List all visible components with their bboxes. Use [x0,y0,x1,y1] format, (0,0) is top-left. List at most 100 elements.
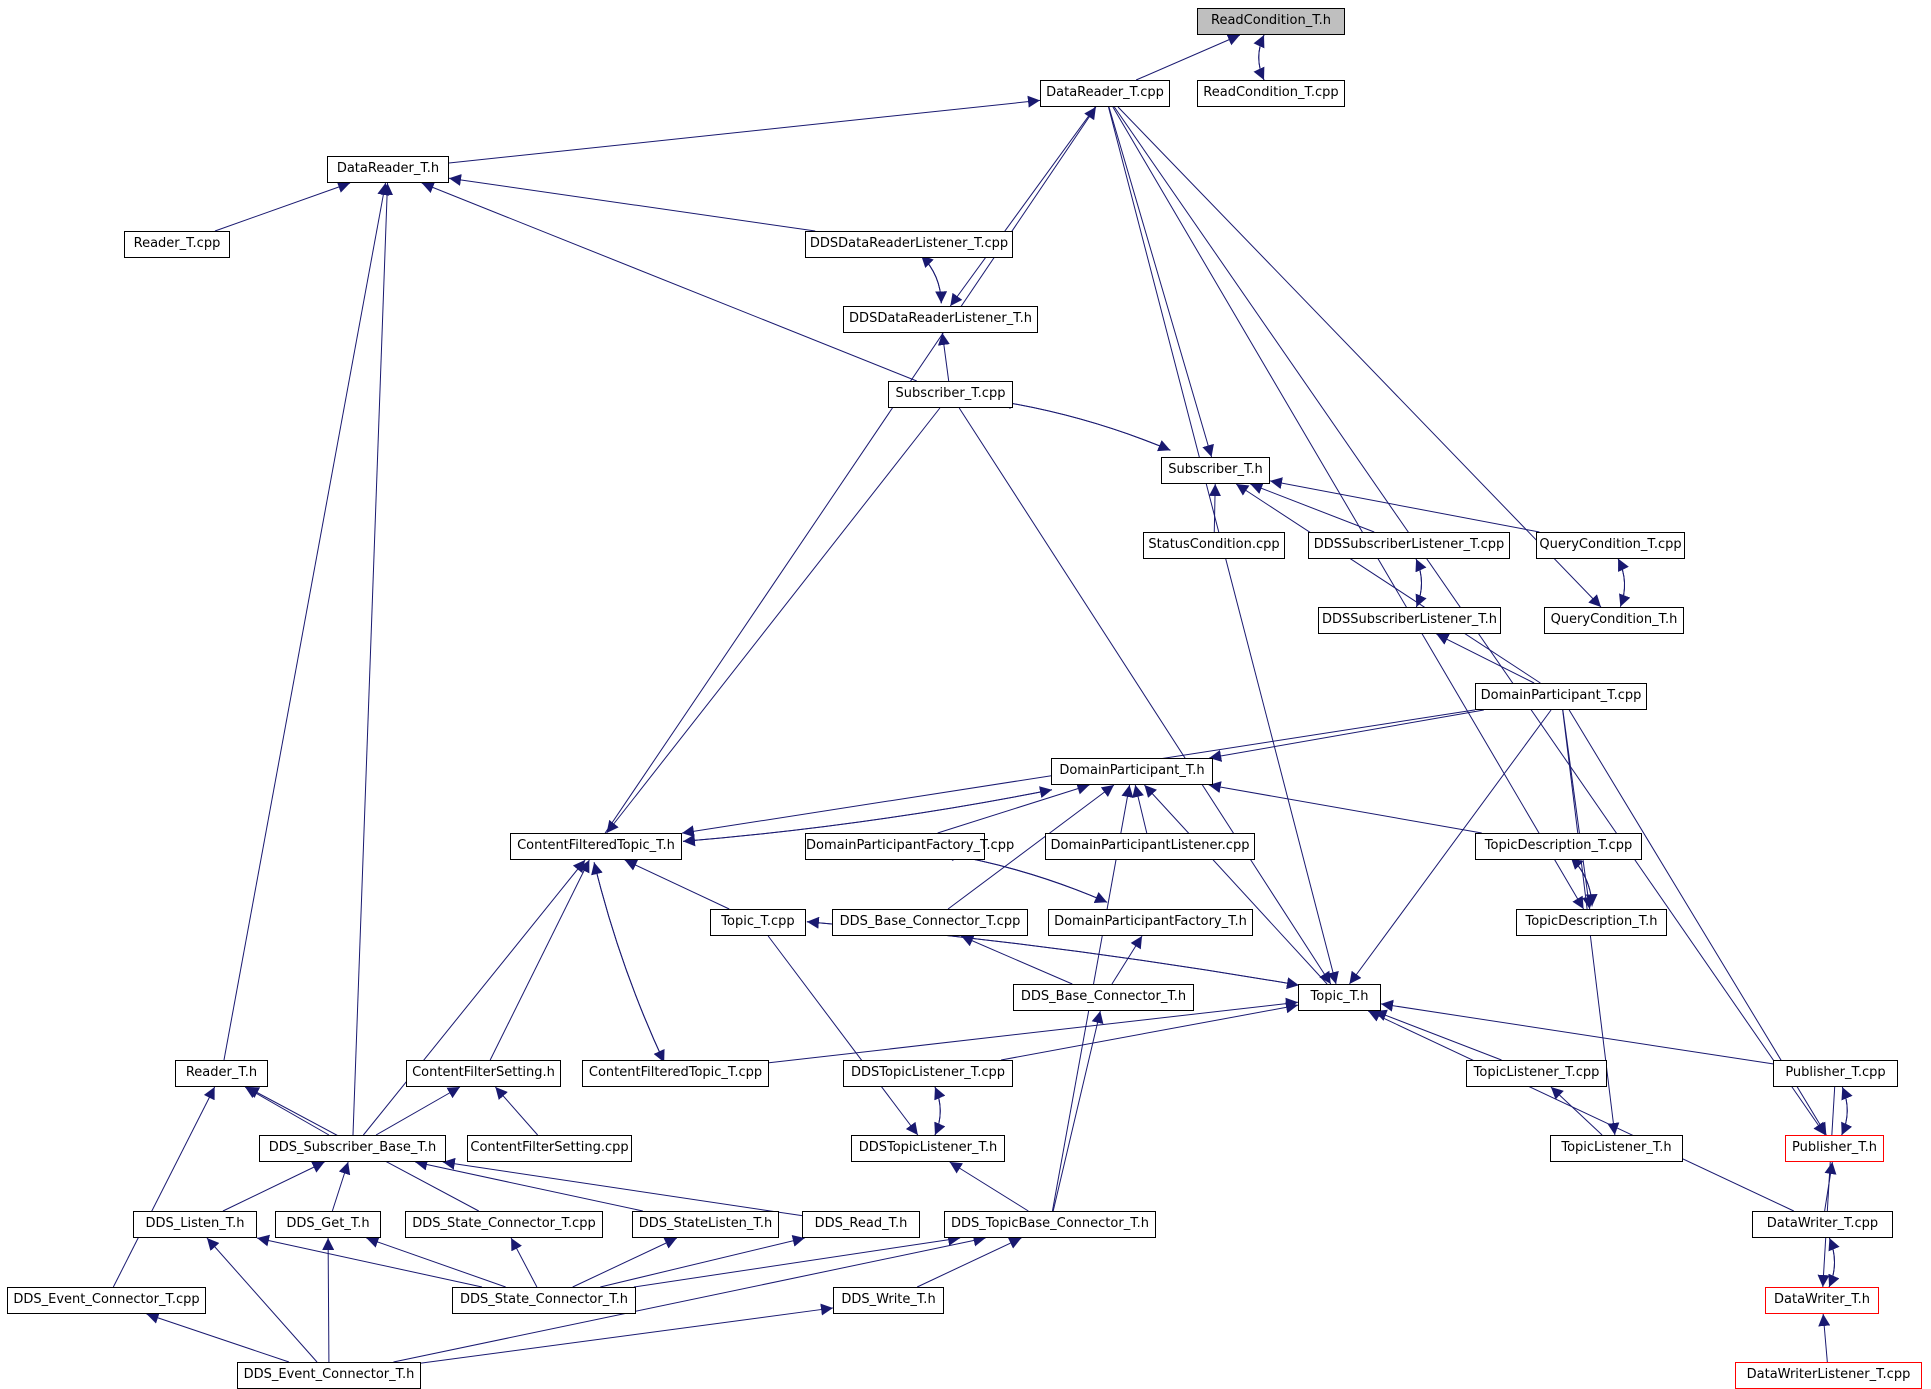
node-topicdescription-cpp[interactable]: TopicDescription_T.cpp [1475,833,1642,860]
edge-dsl_cpp-to-sub_h [1250,482,1375,533]
node-topiclistener-cpp[interactable]: TopicListener_T.cpp [1466,1060,1607,1087]
node-topic-h[interactable]: Topic_T.h [1298,984,1381,1011]
node-datawriter-cpp[interactable]: DataWriter_T.cpp [1752,1211,1893,1238]
node-domainparticipantfactory-cpp[interactable]: DomainParticipantFactory_T.cpp [805,833,1014,860]
node-querycondition-h[interactable]: QueryCondition_T.h [1544,607,1684,634]
edge-tl_cpp-to-topic_h [1374,1009,1502,1061]
edge-sub_cpp-to-sub_h [999,400,1171,452]
edge-sub_cpp-to-topic_h [958,407,1332,985]
node-domainparticipantlistener-cpp[interactable]: DomainParticipantListener.cpp [1045,833,1255,860]
edge-ddrl_h-to-ddrl_cpp [920,254,942,304]
node-datareader-cpp[interactable]: DataReader_T.cpp [1040,80,1170,107]
node-contentfilteredtopic-h[interactable]: ContentFilteredTopic_T.h [510,833,682,860]
node-ddsdatareaderlistener-h[interactable]: DDSDataReaderListener_T.h [843,306,1038,333]
edge-tbc_h-to-dtl_h [949,1161,1029,1212]
edge-dbc_h-to-dbc_cpp [961,935,1073,985]
edge-topic_cpp-to-cft_h [624,859,730,910]
node-ddstopiclistener-h[interactable]: DDSTopicListener_T.h [851,1135,1005,1162]
edge-ec_h-to-tbc_h [393,1234,986,1363]
edge-sub_cpp-to-cft_h [606,407,941,834]
node-dds-base-connector-h[interactable]: DDS_Base_Connector_T.h [1013,984,1194,1011]
edge-pub_cpp-to-topic_h [1380,999,1774,1065]
node-datawriter-h[interactable]: DataWriter_T.h [1765,1287,1879,1314]
edge-sub_cpp-to-dr_h [421,181,917,382]
node-dds-state-connector-h[interactable]: DDS_State_Connector_T.h [452,1287,636,1314]
node-topic-cpp[interactable]: Topic_T.cpp [710,909,806,936]
edge-stc_h-to-read_h [600,1234,805,1288]
edge-listen_h-to-dsb_h [222,1161,325,1212]
node-dds-event-connector-h[interactable]: DDS_Event_Connector_T.h [237,1362,421,1389]
node-topiclistener-h[interactable]: TopicListener_T.h [1550,1135,1683,1162]
node-ddsdatareaderlistener-cpp[interactable]: DDSDataReaderListener_T.cpp [805,231,1013,258]
edge-rd_cpp-to-dr_h [214,181,351,232]
node-dds-topicbase-connector-h[interactable]: DDS_TopicBase_Connector_T.h [944,1211,1156,1238]
edge-topic_h-to-dp_h [1144,784,1328,985]
node-domainparticipant-h[interactable]: DomainParticipant_T.h [1051,758,1213,785]
node-domainparticipant-cpp[interactable]: DomainParticipant_T.cpp [1475,683,1647,710]
node-publisher-h[interactable]: Publisher_T.h [1785,1135,1884,1162]
edge-tl_h-to-tl_cpp [1550,1086,1603,1136]
edge-read_h-to-dsb_h [442,1157,803,1217]
edge-dr_cpp-to-td_h [1112,106,1585,910]
edge-dsb_h-to-reader_h [244,1086,330,1136]
edge-cft_h-to-cft_cpp [593,862,665,1063]
node-datareader-h[interactable]: DataReader_T.h [327,156,449,183]
edge-sc_cpp-to-sub_h [1208,483,1221,533]
edge-cfs_cpp-to-cfs_h [495,1086,538,1136]
edge-stc_h-to-listen_h [256,1234,483,1288]
node-dds-statelisten-h[interactable]: DDS_StateListen_T.h [632,1211,779,1238]
node-topicdescription-h[interactable]: TopicDescription_T.h [1516,909,1667,936]
edge-td_cpp-to-dp_h [1208,781,1482,834]
edge-dp_cpp-to-dp_h [1209,709,1484,762]
node-readcondition-cpp[interactable]: ReadCondition_T.cpp [1197,80,1345,107]
edge-dsl_h-to-dsl_cpp [1415,558,1427,608]
node-contentfiltersetting-h[interactable]: ContentFilterSetting.h [406,1060,561,1087]
node-contentfilteredtopic-cpp[interactable]: ContentFilteredTopic_T.cpp [582,1060,769,1087]
edge-dr_cpp-to-sub_h [1108,106,1214,458]
node-dds-read-h[interactable]: DDS_Read_T.h [802,1211,920,1238]
edge-dbc_cpp-to-dp_h [947,784,1115,910]
edge-ec_h-to-listen_h [206,1237,318,1363]
node-subscriber-cpp[interactable]: Subscriber_T.cpp [888,381,1013,408]
node-ddssubscriberlistener-h[interactable]: DDSSubscriberListener_T.h [1318,607,1501,634]
node-readcondition-h[interactable]: ReadCondition_T.h [1197,8,1345,35]
edge-dp_cpp-to-sub_h [1235,483,1541,684]
node-ddssubscriberlistener-cpp[interactable]: DDSSubscriberListener_T.cpp [1308,532,1510,559]
edge-get_h-to-dsb_h [331,1161,351,1212]
edge-stc_h-to-get_h [366,1236,506,1288]
node-reader-cpp[interactable]: Reader_T.cpp [124,231,230,258]
edge-cft_cpp-to-topic_h [768,997,1299,1064]
node-statuscondition-cpp[interactable]: StatusCondition.cpp [1143,532,1285,559]
node-dds-state-connector-cpp[interactable]: DDS_State_Connector_T.cpp [405,1211,603,1238]
edge-write_h-to-tbc_h [916,1237,1022,1288]
node-subscriber-h[interactable]: Subscriber_T.h [1161,457,1270,484]
edge-dtl_h-to-dtl_cpp [934,1086,946,1136]
node-dds-subscriber-base-h[interactable]: DDS_Subscriber_Base_T.h [259,1135,446,1162]
edge-stc_h-to-tbc_h [633,1233,961,1288]
node-publisher-cpp[interactable]: Publisher_T.cpp [1773,1060,1898,1087]
edge-cft_h-to-dp_h [682,786,1053,842]
edge-dp_cpp-to-topic_h [1349,709,1552,985]
edge-stc_h-to-sl_h [572,1237,678,1288]
node-contentfiltersetting-cpp[interactable]: ContentFilterSetting.cpp [467,1135,632,1162]
node-dds-listen-h[interactable]: DDS_Listen_T.h [133,1211,257,1238]
edge-dr_cpp-to-ddrl_h [949,106,1096,307]
node-domainparticipantfactory-h[interactable]: DomainParticipantFactory_T.h [1048,909,1253,936]
node-reader-h[interactable]: Reader_T.h [175,1060,268,1087]
edge-dr_cpp-to-rc_h [1135,34,1241,81]
edge-stc_h-to-stc_cpp [510,1237,538,1288]
node-dds-event-connector-cpp[interactable]: DDS_Event_Connector_T.cpp [7,1287,206,1314]
node-datawriterlistener-cpp[interactable]: DataWriterListener_T.cpp [1735,1362,1922,1389]
edge-dtl_cpp-to-topic_h [1001,1001,1299,1061]
node-dds-write-h[interactable]: DDS_Write_T.h [833,1287,944,1314]
node-dds-base-connector-cpp[interactable]: DDS_Base_Connector_T.cpp [832,909,1028,936]
node-ddstopiclistener-cpp[interactable]: DDSTopicListener_T.cpp [843,1060,1013,1087]
edge-sub_cpp-to-ddrl_h [937,332,950,382]
edge-dpl_cpp-to-dp_h [1132,784,1148,834]
node-dds-get-h[interactable]: DDS_Get_T.h [275,1211,381,1238]
edge-cft_h-to-dr_cpp [604,106,1097,834]
edge-ec_h-to-get_h [322,1237,335,1363]
node-querycondition-cpp[interactable]: QueryCondition_T.cpp [1536,532,1685,559]
edge-dsb_h-to-cft_h [362,859,586,1136]
edge-ddrl_cpp-to-dr_h [448,174,816,232]
